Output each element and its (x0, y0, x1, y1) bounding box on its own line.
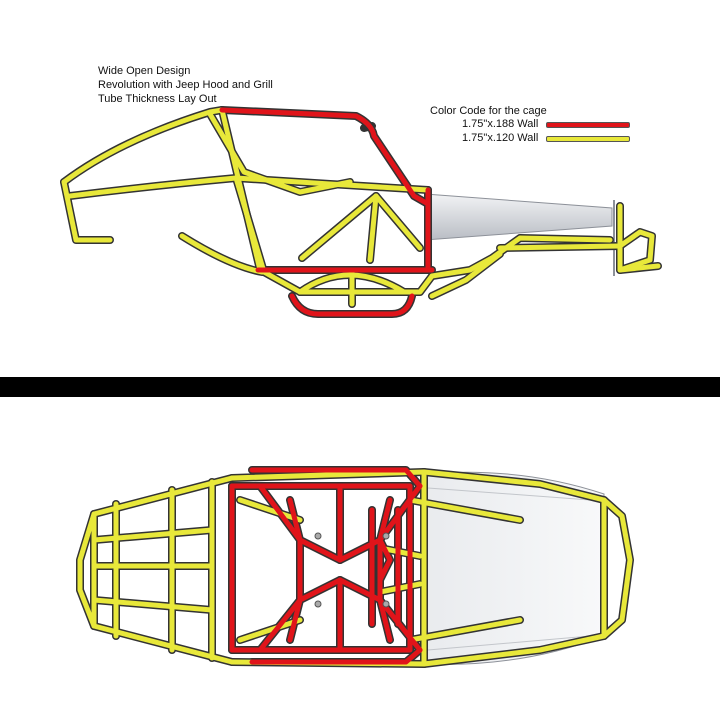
side-light-wall-tubes (61, 107, 661, 307)
side-hood-panel (424, 193, 615, 276)
top-heavy-wall-tubes (229, 467, 423, 665)
top-hood-panel (423, 471, 605, 665)
legend-swatch-yellow (546, 136, 630, 142)
legend-row-heavy: 1.75"x.188 Wall (430, 117, 640, 131)
note-line-1: Wide Open Design (98, 65, 191, 77)
legend-row-light: 1.75"x.120 Wall (430, 131, 640, 145)
side-view-cage (60, 106, 662, 318)
legend-swatch-red (546, 122, 630, 128)
legend-label-light: 1.75"x.120 Wall (462, 132, 539, 144)
top-light-wall-tubes (77, 469, 633, 667)
legend-label-heavy: 1.75"x.188 Wall (462, 118, 539, 130)
side-heavy-wall-tubes (219, 107, 435, 317)
top-view-cage (76, 466, 634, 668)
design-notes: Wide Open Design Revolution with Jeep Ho… (98, 64, 273, 106)
mount-tabs (314, 532, 390, 608)
section-divider (0, 377, 720, 397)
note-line-3: Tube Thickness Lay Out (98, 93, 217, 105)
color-legend: Color Code for the cage 1.75"x.188 Wall … (430, 105, 640, 145)
legend-title: Color Code for the cage (430, 105, 547, 117)
note-line-2: Revolution with Jeep Hood and Grill (98, 79, 273, 91)
